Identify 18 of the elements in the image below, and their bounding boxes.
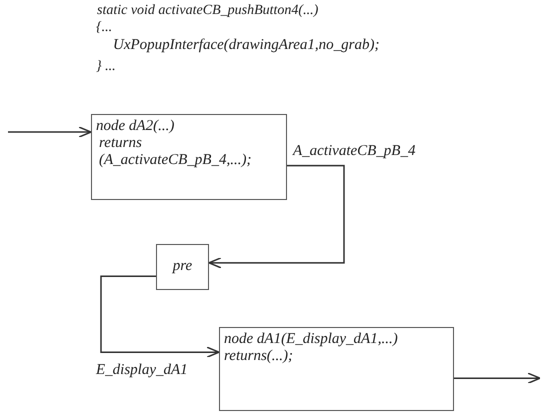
process-box [91,114,287,200]
process-box [156,244,209,290]
code-line: UxPopupInterface(drawingArea1,no_grab); [113,37,380,54]
code-line: {... [96,19,112,36]
code-text: node dA2(...) [96,118,176,135]
edge-label: E_display_dA1 [95,362,189,379]
arrow [454,372,541,384]
code-text: returns (A_activateCB_pB_4,...); [98,135,252,169]
edge-label: A_activateCB_pB_4 [292,143,416,160]
code-text: pre [171,258,194,275]
arrow [208,164,345,269]
process-box [219,327,454,411]
code-line: static void activateCB_pushButton4(...) [97,2,318,19]
code-text: returns(...); [224,348,294,365]
arrow [8,126,92,138]
arrow [100,275,220,358]
code-text: node dA1(E_display_dA1,...) [224,331,399,348]
code-line: } ... [96,58,116,75]
